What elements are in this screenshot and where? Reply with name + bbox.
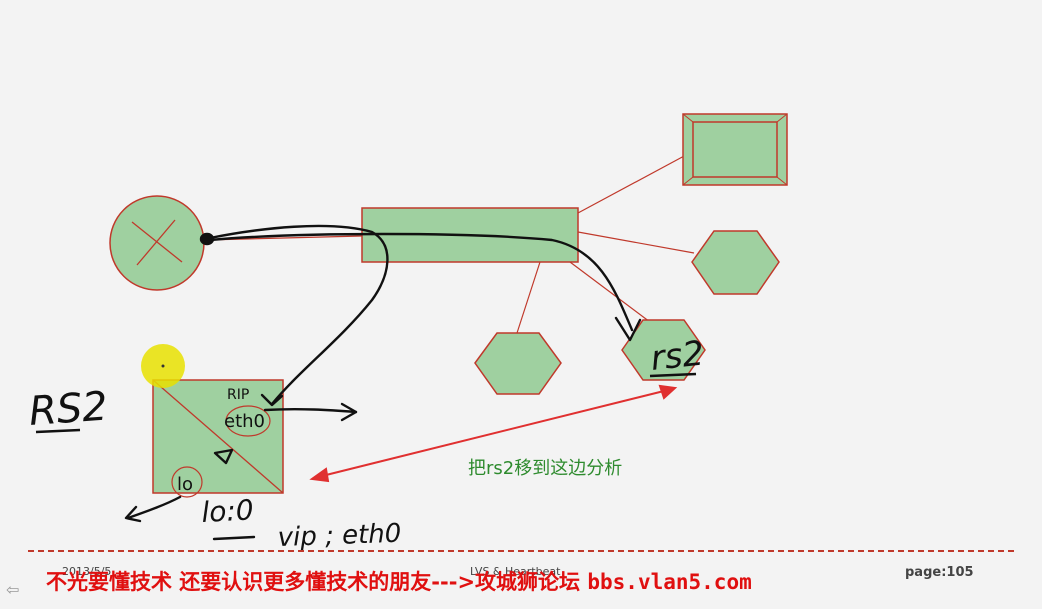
slide-title: LVS & Heartbeat: [470, 565, 561, 578]
router-node: [109, 195, 205, 291]
server-hexagon-2: [474, 332, 562, 395]
handwritten-paths: [124, 224, 642, 541]
handwritten-lo0: lo:0: [201, 493, 255, 529]
connection-lines: [204, 154, 695, 334]
link-switch-server4: [569, 261, 651, 323]
real-server-box: [152, 379, 284, 498]
handwritten-rs2-left: RS2: [27, 384, 109, 435]
slide-date: 2013/5/5: [62, 565, 112, 578]
lo-interface: [171, 466, 203, 498]
footer-divider: [28, 550, 1014, 552]
server-hexagon-rs2: [621, 319, 706, 381]
back-arrow-icon[interactable]: ⇦: [6, 580, 20, 599]
link-switch-server3: [516, 261, 541, 334]
eth0-label: eth0: [224, 411, 265, 432]
move-arrow: [309, 384, 678, 483]
link-switch-server1: [577, 154, 687, 214]
handwritten-rs2-right: rs2: [649, 334, 706, 379]
link-switch-server2: [577, 231, 695, 254]
server-hexagon-1: [691, 230, 780, 295]
handwritten-vip-eth0: vip ; eth0: [277, 519, 402, 553]
storage-node: [682, 113, 788, 186]
annotation-text: 把rs2移到这边分析: [468, 458, 622, 479]
promo-banner: 不光要懂技术 还要认识更多懂技术的朋友--->攻城狮论坛 bbs.vlan5.c…: [46, 566, 1006, 596]
slide-page: page:105: [905, 565, 974, 580]
lo-label: lo: [177, 474, 193, 495]
eth0-interface: [225, 405, 271, 437]
banner-text: 不光要懂技术 还要认识更多懂技术的朋友--->攻城狮论坛: [46, 570, 581, 594]
rip-label: RIP: [227, 387, 249, 403]
banner-url[interactable]: bbs.vlan5.com: [587, 570, 752, 594]
